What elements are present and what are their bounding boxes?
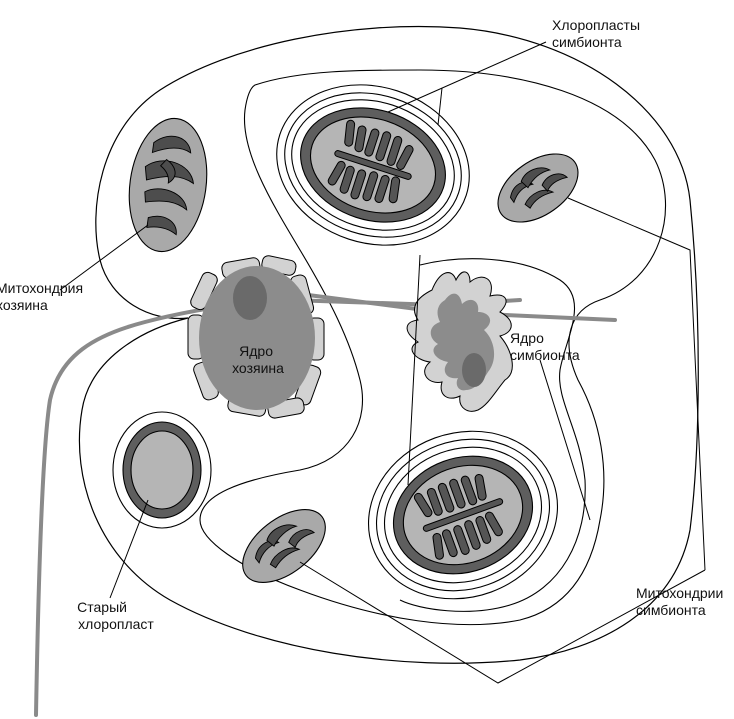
host-nucleolus [233,276,267,320]
label-host-mitochondrion: Митохондрия хозяина [0,280,87,313]
host-nucleus: Ядро хозяина [188,255,324,419]
label-symbiont-mitochondria: Митохондрии симбионта [636,585,727,618]
label-old-chloroplast: Старый хлоропласт [77,599,154,632]
symbiont-nucleolus [462,353,486,387]
old-chloroplast [113,412,211,528]
label-symbiont-chloroplasts: Хлоропласты симбионта [552,17,644,50]
host-nucleus-label: Ядро хозяина [232,343,284,376]
